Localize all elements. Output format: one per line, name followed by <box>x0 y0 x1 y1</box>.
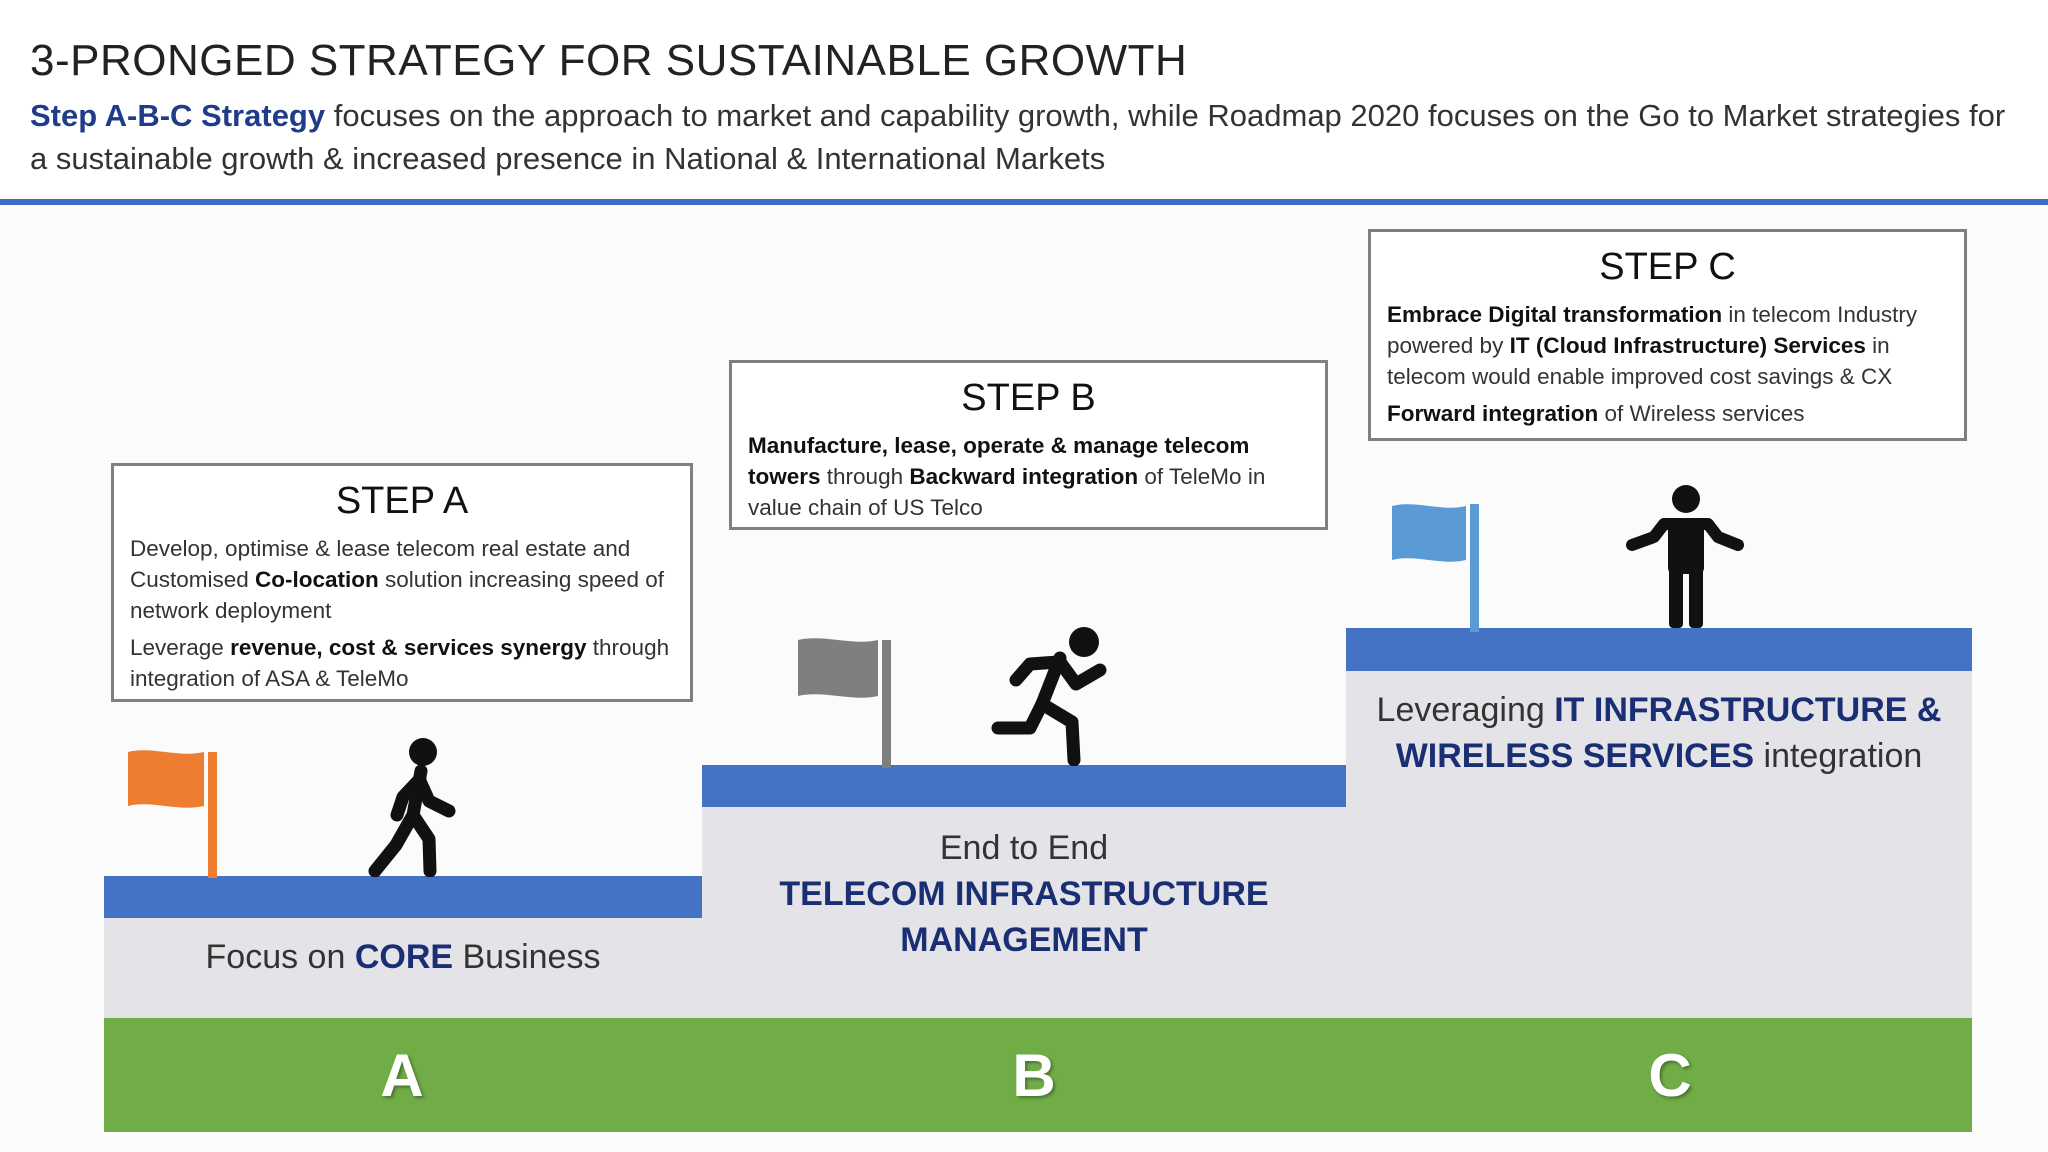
header-divider <box>0 199 2048 205</box>
step-b-title: STEP B <box>961 377 1096 419</box>
standing-person-icon <box>1626 485 1744 628</box>
step-b-label: End to End TELECOM INFRASTRUCTURE MANAGE… <box>702 825 1346 963</box>
running-person-icon <box>991 627 1107 766</box>
step-b-top-bar <box>702 765 1346 807</box>
step-c-title: STEP C <box>1599 246 1736 288</box>
step-a-title: STEP A <box>335 480 469 522</box>
flag-icon-gray <box>798 638 891 768</box>
step-a-desc-2: Leverage revenue, cost & services synerg… <box>130 635 670 691</box>
step-b-label-line2: TELECOM INFRASTRUCTURE <box>779 875 1269 913</box>
subtitle-emphasis: Step A-B-C Strategy <box>30 98 326 133</box>
step-b-platform <box>702 806 1346 1018</box>
step-letter-band <box>104 1018 1972 1132</box>
step-a-top-bar <box>104 876 702 918</box>
step-c-desc-2: Forward integration of Wireless services <box>1387 401 1805 426</box>
step-letter-c: C <box>1648 1042 1692 1109</box>
step-a-desc-1: Develop, optimise & lease telecom real e… <box>130 536 664 623</box>
step-c-label: Leveraging IT INFRASTRUCTURE & WIRELESS … <box>1376 691 1942 775</box>
step-c-card: STEP C Embrace Digital transformation in… <box>1368 229 1967 441</box>
header <box>0 0 2048 203</box>
subtitle-text: focuses on the approach to market and ca… <box>30 98 2006 176</box>
step-b-label-line3: MANAGEMENT <box>900 921 1148 959</box>
step-a-card: STEP A Develop, optimise & lease telecom… <box>111 463 693 702</box>
step-c-desc-1: Embrace Digital transformation in teleco… <box>1387 302 1918 389</box>
step-letter-b: B <box>1012 1042 1056 1109</box>
step-b-desc-1: Manufacture, lease, operate & manage tel… <box>748 433 1266 520</box>
step-a-platform <box>104 917 702 1018</box>
page-subtitle: Step A-B-C Strategy focuses on the appro… <box>30 94 2020 180</box>
step-a-label: Focus on CORE Business <box>205 938 601 976</box>
walking-person-icon <box>368 738 456 877</box>
flag-icon-blue <box>1392 504 1479 632</box>
step-c-top-bar <box>1346 628 1972 671</box>
step-c-platform <box>1346 670 1972 1018</box>
step-letter-a: A <box>380 1042 424 1109</box>
page-title: 3-PRONGED STRATEGY FOR SUSTAINABLE GROWT… <box>30 36 1188 85</box>
step-b-label-line1: End to End <box>939 829 1109 867</box>
flag-icon-orange <box>128 750 217 878</box>
step-b-card: STEP B Manufacture, lease, operate & man… <box>729 360 1328 530</box>
